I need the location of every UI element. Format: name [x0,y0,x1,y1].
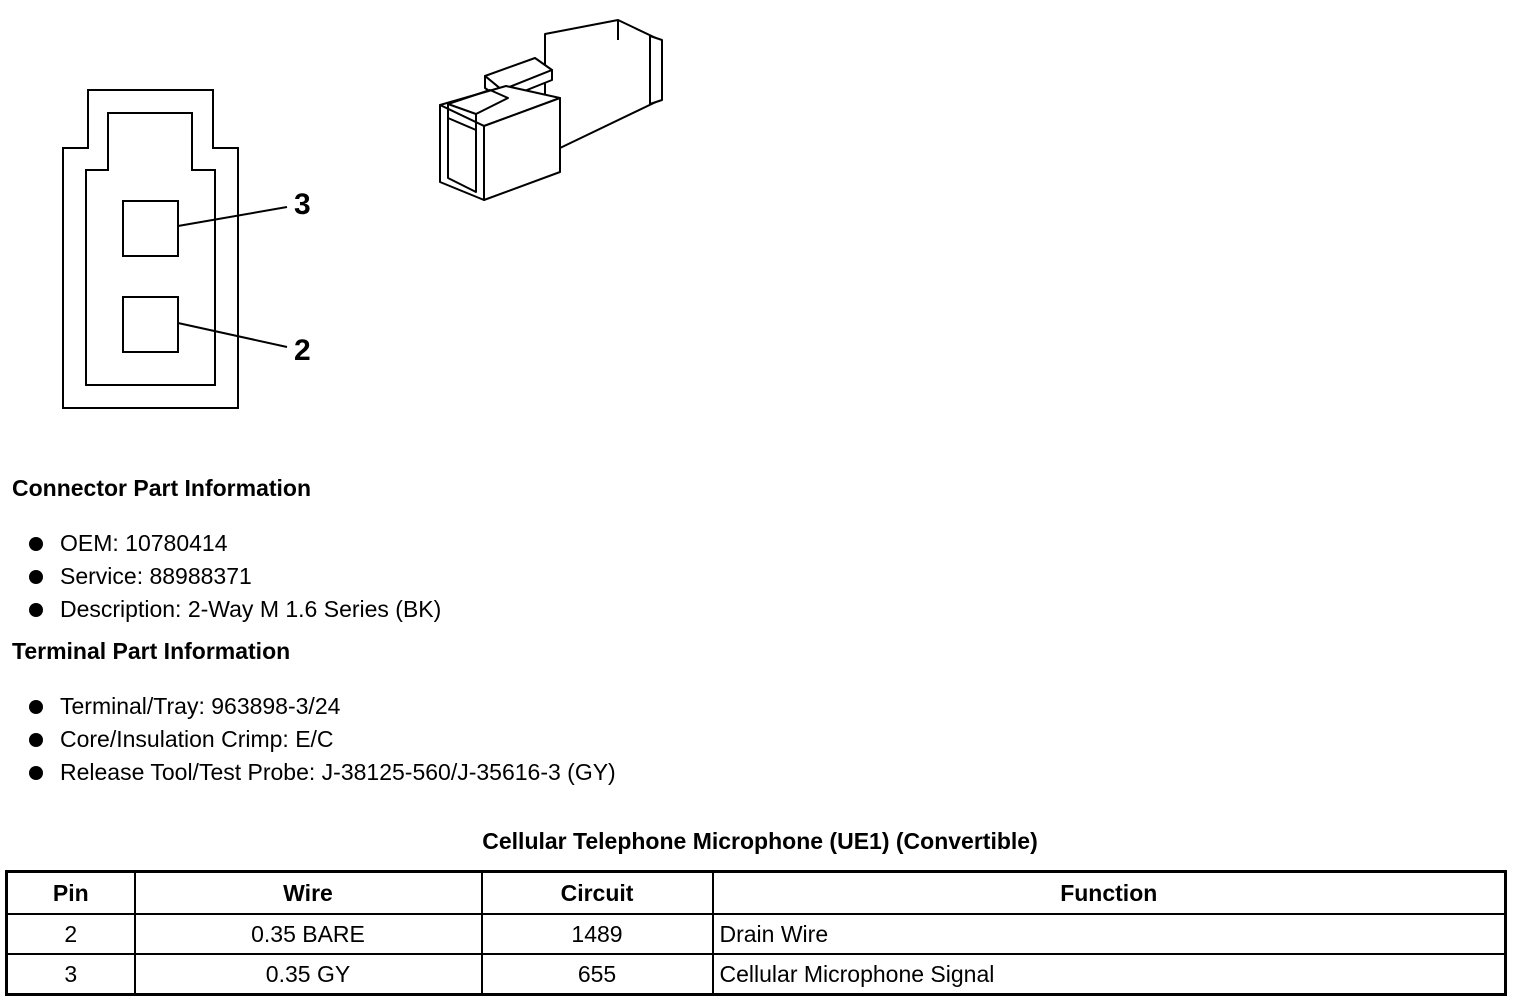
column-header-wire: Wire [133,870,483,915]
list-item: Release Tool/Test Probe: J-38125-560/J-3… [10,756,616,789]
bullet-icon [29,766,43,780]
list-item: Description: 2-Way M 1.6 Series (BK) [10,593,441,626]
column-header-pin: Pin [5,870,136,915]
connector-outer-outline [62,89,239,409]
list-item-text: Service: 88988371 [60,563,252,589]
pin-table: Pin Wire Circuit Function 2 0.35 BARE 14… [5,870,1507,996]
list-item-text: Terminal/Tray: 963898-3/24 [60,693,341,719]
table-header-row: Pin Wire Circuit Function [5,870,1507,915]
list-item: Terminal/Tray: 963898-3/24 [10,690,616,723]
table-title: Cellular Telephone Microphone (UE1) (Con… [482,828,1038,854]
cell-function: Drain Wire [711,913,1507,955]
cell-circuit: 655 [480,953,714,996]
pin-2-leader-line [177,322,288,348]
cell-circuit: 1489 [480,913,714,955]
cell-pin: 3 [5,953,136,996]
column-header-circuit: Circuit [480,870,714,915]
cell-wire: 0.35 BARE [133,913,483,955]
bullet-icon [29,603,43,617]
list-item: OEM: 10780414 [10,527,441,560]
cell-wire: 0.35 GY [133,953,483,996]
connector-face-diagram [62,19,663,409]
list-item-text: Description: 2-Way M 1.6 Series (BK) [60,596,442,622]
connector-isometric-illustration [439,19,663,201]
connector-part-info-list: OEM: 10780414 Service: 88988371 Descript… [10,527,441,626]
connector-part-info-heading: Connector Part Information [12,475,312,501]
table-row: 2 0.35 BARE 1489 Drain Wire [5,913,1507,955]
pin-2-label: 2 [294,334,311,367]
bullet-icon [29,733,43,747]
list-item-text: Release Tool/Test Probe: J-38125-560/J-3… [60,759,616,785]
terminal-part-info-heading: Terminal Part Information [12,638,291,664]
pin-2-cavity [122,296,179,353]
connector-inner-outline [85,112,216,386]
table-row: 3 0.35 GY 655 Cellular Microphone Signal [5,953,1507,996]
bullet-icon [29,537,43,551]
column-header-function: Function [711,870,1507,915]
terminal-part-info-list: Terminal/Tray: 963898-3/24 Core/Insulati… [10,690,616,789]
list-item-text: OEM: 10780414 [60,530,228,556]
pin-3-cavity [122,200,179,257]
list-item: Core/Insulation Crimp: E/C [10,723,616,756]
pin-3-label: 3 [294,188,311,221]
cell-function: Cellular Microphone Signal [711,953,1507,996]
cell-pin: 2 [5,913,136,955]
bullet-icon [29,700,43,714]
bullet-icon [29,570,43,584]
list-item: Service: 88988371 [10,560,441,593]
pin-3-leader-line [177,206,288,227]
list-item-text: Core/Insulation Crimp: E/C [60,726,334,752]
